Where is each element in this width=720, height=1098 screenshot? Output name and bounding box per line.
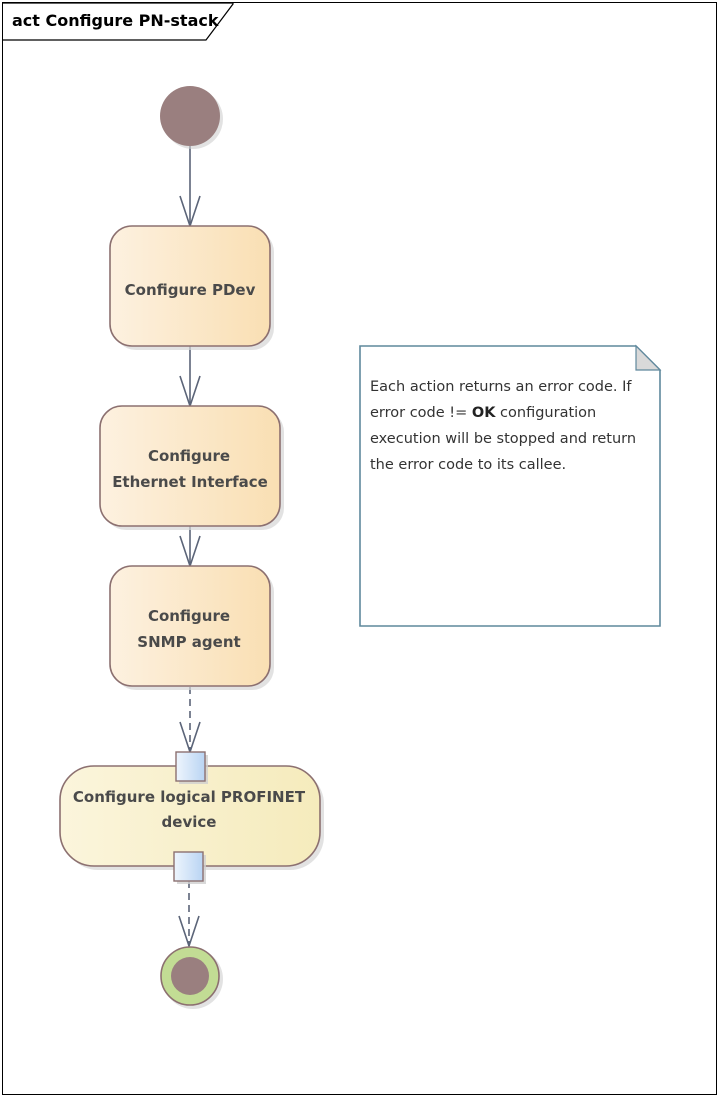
control-flows [178, 146, 201, 949]
note[interactable] [359, 344, 662, 627]
edge-arrowhead [178, 915, 200, 949]
action-label: Configure [148, 447, 230, 465]
output-pin[interactable] [173, 851, 206, 884]
action-configure-logical-profinet-device[interactable]: Configure logical PROFINET device [59, 765, 324, 870]
note-text-bold: OK [471, 405, 496, 421]
action-label: device [162, 813, 217, 831]
note-text-before: Each action returns an error code. If er… [370, 379, 632, 421]
note-fold-corner [635, 344, 662, 371]
action-label: Ethernet Interface [112, 473, 268, 491]
action-label: Configure logical PROFINET [73, 788, 306, 806]
action-configure-pdev[interactable]: Configure PDev [109, 225, 274, 350]
action-configure-ethernet-interface[interactable]: Configure Ethernet Interface [99, 405, 284, 530]
input-pin[interactable] [175, 751, 208, 784]
action-label: Configure PDev [125, 281, 256, 299]
note-text-after: configuration execution will be stopped … [370, 405, 637, 473]
action-label: Configure [148, 607, 230, 625]
frame-title-tab: act Configure PN-stack [3, 2, 234, 41]
activity-final-node[interactable] [160, 946, 223, 1009]
action-configure-snmp-agent[interactable]: Configure SNMP agent [109, 565, 274, 690]
note-text: Each action returns an error code. If er… [370, 374, 658, 478]
initial-node[interactable] [160, 86, 223, 149]
action-label: SNMP agent [137, 633, 240, 651]
frame-title: act Configure PN-stack [12, 11, 219, 30]
